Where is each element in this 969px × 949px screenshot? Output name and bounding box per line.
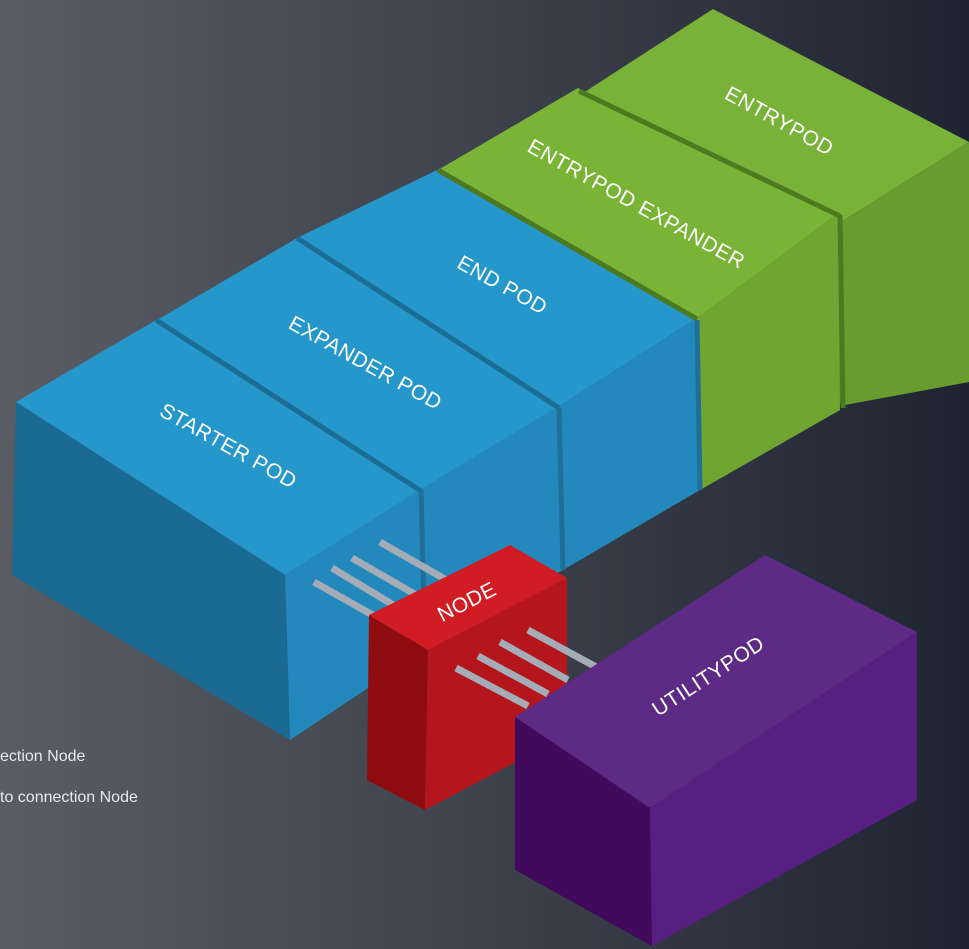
block-dividers xyxy=(154,88,842,494)
caption-line-1: ection Node xyxy=(0,748,86,765)
utilitypod-block xyxy=(515,555,917,946)
caption-line-2: to connection Node xyxy=(0,789,138,806)
end-pod-block xyxy=(297,170,703,570)
entrypod-expander-block xyxy=(438,88,846,490)
node-utility-pins xyxy=(454,626,600,710)
